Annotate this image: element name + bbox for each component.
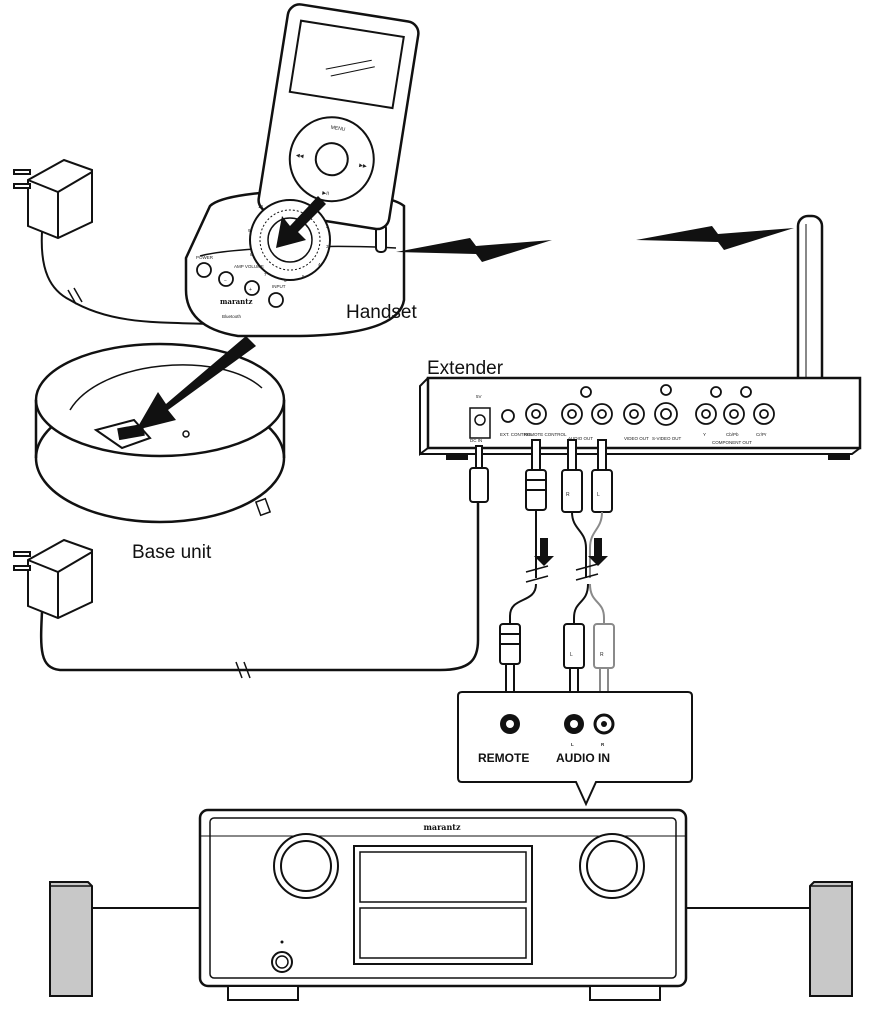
dial-num-4: 4 — [318, 262, 321, 267]
dc-in-label: DC IN — [470, 438, 482, 443]
dial-num-8: 8 — [250, 252, 253, 257]
extender-label: Extender — [427, 358, 504, 379]
insert-arrow-icon — [276, 196, 326, 248]
dial-num-7: 7 — [264, 272, 267, 277]
power-label: POWER — [196, 255, 214, 260]
ac-adapter-top — [13, 158, 251, 327]
remote-cable-arrow-icon — [534, 538, 554, 566]
input-label: INPUT — [272, 284, 286, 289]
remote-cable — [499, 439, 549, 705]
ext-control-label: EXT. CONTROL — [500, 432, 533, 437]
cb-pb-label: Cb/Pb — [726, 432, 739, 437]
dial-num-6: 6 — [284, 278, 287, 283]
y-label: Y — [703, 432, 706, 437]
wireless-signal-right-icon — [636, 226, 794, 250]
extender: 5V DC IN EXT. CONTROL REMOTE CONTROL AUD… — [419, 214, 862, 460]
player-menu-label: MENU — [330, 125, 346, 133]
speaker-left — [49, 881, 93, 997]
remote-label: REMOTE — [478, 751, 529, 765]
player-device: MENU ◀◀ ▶▶ ▶II — [257, 3, 420, 231]
audio-cable — [561, 439, 615, 707]
handset-label: Handset — [346, 302, 417, 323]
cr-pr-label: Cr/Pr — [756, 432, 767, 437]
dial-num-9: 9 — [248, 228, 251, 233]
s-video-label: S-VIDEO OUT — [652, 436, 682, 441]
player-next-glyph: ▶▶ — [359, 163, 368, 170]
speaker-right — [809, 881, 853, 997]
dial-num-5: 5 — [302, 274, 305, 279]
remote-control-label: REMOTE CONTROL — [524, 432, 567, 437]
minus-label: − — [224, 278, 227, 284]
amp-brand-logo: marantz — [423, 822, 461, 832]
plug-mark-bottom-r: R — [600, 652, 604, 658]
dial-num-3: 3 — [326, 244, 329, 249]
audio-cable-arrow-icon — [588, 538, 608, 566]
player-prev-glyph: ◀◀ — [295, 153, 304, 160]
component-out-label: COMPONENT OUT — [712, 440, 752, 445]
audio-in-label: AUDIO IN — [556, 751, 610, 765]
ac-adapter-bottom — [13, 538, 93, 620]
amp-volume-label: AMP VOLUME — [234, 264, 264, 269]
plug-mark-top-l: L — [597, 492, 600, 498]
bluetooth-label: Bluetooth — [222, 314, 242, 319]
base-unit-label: Base unit — [132, 542, 212, 563]
plus-label: + — [249, 287, 252, 293]
dial-num-2: 2 — [326, 224, 329, 229]
dock-arrow-icon — [136, 336, 256, 430]
plug-mark-bottom-l: L — [570, 652, 573, 658]
amp-rear-callout — [457, 691, 693, 807]
plug-mark-top-r: R — [566, 492, 570, 498]
dial-num-10: 10 — [258, 204, 264, 209]
voltage-label: 5V — [476, 394, 482, 399]
handset-brand-logo: marantz — [220, 297, 252, 306]
handset: MENU ◀◀ ▶▶ ▶II 10 9 8 7 6 5 4 3 2 1 — [184, 3, 420, 338]
jack-l-label: L — [571, 742, 574, 747]
wireless-signal-left-icon — [396, 238, 552, 262]
jack-r-label: R — [601, 742, 605, 747]
handset-buttons — [196, 262, 284, 308]
video-out-label: VIDEO OUT — [624, 436, 649, 441]
player-play-glyph: ▶II — [322, 190, 329, 197]
antenna — [796, 214, 824, 398]
audio-out-label: AUDIO OUT — [568, 436, 593, 441]
ext-control-jack — [501, 409, 515, 423]
dc-plug — [469, 445, 489, 503]
extender-power-cable — [39, 500, 480, 672]
amplifier: marantz — [198, 808, 688, 1001]
base-unit — [34, 336, 286, 524]
